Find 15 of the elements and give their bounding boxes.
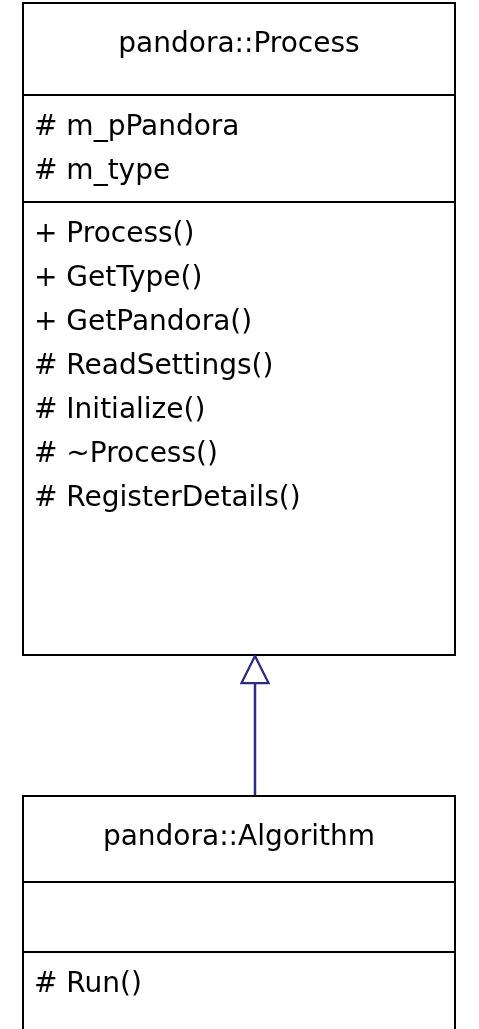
member-text: # ~Process() [34, 435, 219, 471]
member-text: + GetType() [34, 259, 204, 295]
class-name: pandora::Process [117, 25, 361, 59]
member-text: # ReadSettings() [34, 347, 275, 383]
member-text: # RegisterDetails() [34, 479, 302, 515]
inheritance-arrow [240, 654, 270, 795]
member-text: + GetPandora() [34, 303, 254, 339]
class-name: pandora::Algorithm [101, 818, 377, 852]
member-text: # Run() [34, 965, 143, 1001]
member-text: # Initialize() [34, 391, 207, 427]
member-text: # m_pPandora [34, 108, 241, 144]
member-text: # m_type [34, 152, 172, 188]
class-box [22, 795, 456, 1029]
class-box [22, 2, 456, 656]
member-text: + Process() [34, 215, 196, 251]
